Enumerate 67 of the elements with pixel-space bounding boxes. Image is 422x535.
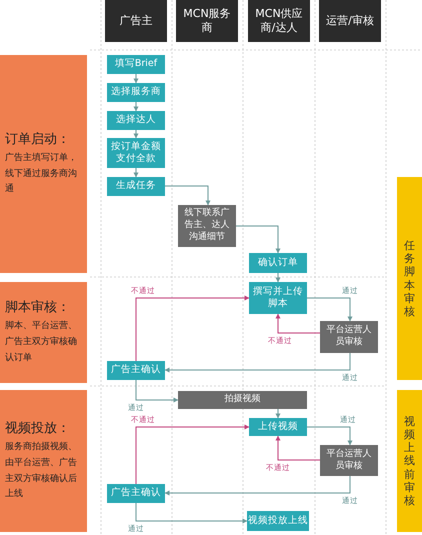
node-label: 选择服务商 bbox=[111, 86, 161, 99]
node-label: 平台运营人员审核 bbox=[326, 448, 372, 472]
arrow bbox=[276, 314, 320, 334]
arrow bbox=[134, 130, 138, 138]
phase-panel bbox=[0, 282, 87, 383]
node-label: 广告主确认 bbox=[111, 487, 161, 500]
node-label: MCN服务商 bbox=[182, 6, 232, 36]
phase-description: 服务商拍摄视频、由平台运营、广告主双方审核确认后上线 bbox=[5, 440, 78, 502]
column-header bbox=[248, 0, 310, 42]
node-label: 选择达人 bbox=[116, 114, 156, 127]
phase-title: 视频投放： bbox=[5, 420, 70, 437]
arrow bbox=[136, 502, 248, 524]
process-box bbox=[249, 418, 307, 436]
process-box bbox=[107, 111, 165, 130]
process-box bbox=[107, 484, 165, 503]
phase-panel bbox=[0, 55, 87, 273]
phase-panel bbox=[0, 390, 87, 532]
process-box bbox=[247, 511, 309, 531]
node-label: 广告主 bbox=[120, 14, 152, 28]
review-box bbox=[320, 445, 378, 476]
review-box bbox=[320, 321, 378, 353]
node-label: MCN供应商/达人 bbox=[254, 6, 304, 36]
arrow bbox=[306, 426, 352, 446]
node-label: 生成任务 bbox=[116, 180, 156, 193]
node-label: 撰写并上传脚本 bbox=[252, 286, 304, 310]
arrow bbox=[164, 186, 210, 206]
process-box bbox=[249, 253, 307, 273]
column-header bbox=[176, 0, 238, 42]
arrow bbox=[306, 298, 352, 322]
node-label: 任务脚本审核 bbox=[404, 238, 415, 318]
node-label: 广告主确认 bbox=[111, 364, 161, 377]
node-label: 视频投放上线 bbox=[248, 514, 308, 528]
phase-description: 广告主填写订单，线下通过服务商沟通 bbox=[5, 152, 78, 196]
arrow bbox=[276, 436, 320, 460]
column-header bbox=[319, 0, 381, 42]
arrow bbox=[136, 424, 250, 484]
node-label: 视频上线前审核 bbox=[404, 414, 415, 508]
node-label: 上传视频 bbox=[258, 420, 298, 434]
node-label: 填写Brief bbox=[114, 58, 158, 71]
arrow bbox=[136, 296, 250, 362]
arrow bbox=[276, 272, 280, 282]
arrow bbox=[134, 74, 138, 84]
process-box bbox=[107, 361, 165, 380]
arrow bbox=[276, 408, 280, 418]
process-box bbox=[178, 391, 307, 409]
node-label: 按订单金额支付全款 bbox=[110, 140, 162, 166]
arrow bbox=[236, 226, 280, 254]
phase-title: 脚本审核： bbox=[5, 299, 70, 316]
stage-bar bbox=[397, 177, 422, 380]
node-label: 平台运营人员审核 bbox=[326, 325, 372, 349]
phase-title: 订单启动： bbox=[5, 130, 70, 148]
node-label: 运营/审核 bbox=[326, 14, 374, 28]
phase-description: 脚本、平台运营、广告主双方审核确认订单 bbox=[5, 320, 78, 365]
arrow bbox=[134, 102, 138, 112]
arrow bbox=[164, 476, 350, 496]
process-box bbox=[107, 177, 165, 196]
arrow bbox=[134, 168, 138, 178]
arrow bbox=[136, 380, 178, 402]
column-header bbox=[105, 0, 167, 42]
node-label: 线下联系广告主、达人沟通细节 bbox=[184, 208, 230, 244]
process-box bbox=[107, 83, 165, 102]
node-label: 拍摄视频 bbox=[224, 394, 260, 406]
stage-bar bbox=[397, 390, 422, 532]
arrow bbox=[164, 352, 350, 372]
node-label: 确认订单 bbox=[258, 256, 298, 270]
process-box bbox=[178, 205, 236, 247]
process-box bbox=[107, 55, 165, 74]
